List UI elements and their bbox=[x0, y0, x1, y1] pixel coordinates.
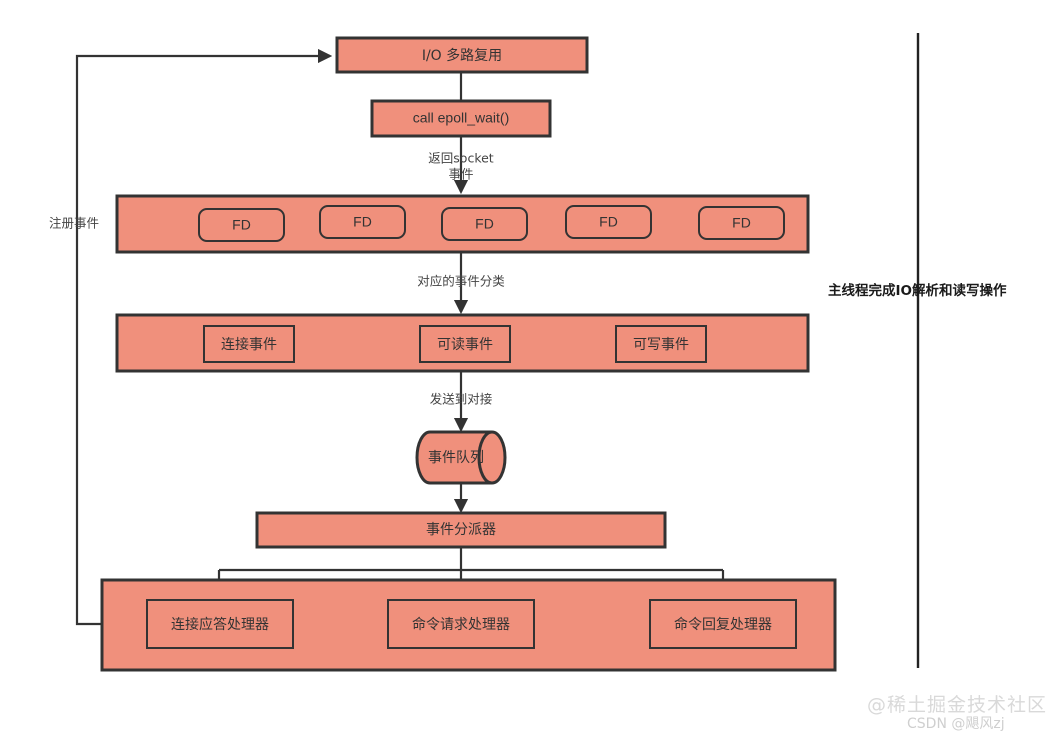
fd-item-4[interactable]: FD bbox=[565, 205, 652, 239]
fd-item-4-label: FD bbox=[599, 214, 618, 230]
event-type-writable[interactable]: 可写事件 bbox=[615, 325, 707, 363]
handler-command-request-label: 命令请求处理器 bbox=[412, 616, 510, 633]
handlers-container: 连接应答处理器 命令请求处理器 命令回复处理器 bbox=[100, 578, 837, 672]
handler-command-request[interactable]: 命令请求处理器 bbox=[387, 599, 535, 649]
event-type-connect[interactable]: 连接事件 bbox=[203, 325, 295, 363]
handler-command-reply[interactable]: 命令回复处理器 bbox=[649, 599, 797, 649]
event-type-container: 连接事件 可读事件 可写事件 bbox=[115, 313, 810, 373]
edge-register-event bbox=[75, 48, 333, 626]
edge-label-register-event: 注册事件 bbox=[49, 216, 99, 231]
edge-label-return-socket-line1: 返回socket bbox=[428, 151, 494, 166]
edge-label-return-socket-line2: 事件 bbox=[448, 167, 473, 182]
fd-item-2[interactable]: FD bbox=[319, 205, 406, 239]
watermark-secondary: CSDN @飓风zj bbox=[907, 716, 1005, 732]
handler-connection-accept-label: 连接应答处理器 bbox=[171, 616, 269, 633]
fd-container: FD FD FD FD FD bbox=[115, 194, 810, 254]
fd-item-1-label: FD bbox=[232, 217, 251, 233]
fd-item-3-label: FD bbox=[475, 216, 494, 232]
fd-item-3[interactable]: FD bbox=[441, 207, 528, 241]
fd-item-1[interactable]: FD bbox=[198, 208, 285, 242]
handler-command-reply-label: 命令回复处理器 bbox=[674, 616, 772, 633]
node-io-multiplex-label: I/O 多路复用 bbox=[422, 47, 502, 64]
fd-item-2-label: FD bbox=[353, 214, 372, 230]
node-call-epoll-wait[interactable]: call epoll_wait() bbox=[370, 99, 552, 138]
side-note-main-thread: 主线程完成IO解析和读写操作 bbox=[828, 282, 1007, 299]
edge-label-classify: 对应的事件分类 bbox=[417, 274, 505, 289]
node-event-queue-label: 事件队列 bbox=[428, 450, 484, 466]
event-type-readable[interactable]: 可读事件 bbox=[419, 325, 511, 363]
node-io-multiplex[interactable]: I/O 多路复用 bbox=[335, 36, 589, 74]
watermark-primary: @稀土掘金技术社区 bbox=[867, 694, 1048, 716]
fd-item-5[interactable]: FD bbox=[698, 206, 785, 240]
fd-item-5-label: FD bbox=[732, 215, 751, 231]
event-type-writable-label: 可写事件 bbox=[633, 337, 689, 353]
handler-connection-accept[interactable]: 连接应答处理器 bbox=[146, 599, 294, 649]
node-event-queue[interactable]: 事件队列 bbox=[415, 430, 507, 485]
event-type-readable-label: 可读事件 bbox=[437, 336, 493, 353]
node-dispatcher-label: 事件分派器 bbox=[426, 522, 496, 538]
node-call-epoll-wait-label: call epoll_wait() bbox=[413, 110, 509, 126]
edge-label-send-to: 发送到对接 bbox=[430, 392, 493, 407]
event-type-connect-label: 连接事件 bbox=[221, 336, 277, 353]
node-dispatcher[interactable]: 事件分派器 bbox=[255, 511, 667, 549]
